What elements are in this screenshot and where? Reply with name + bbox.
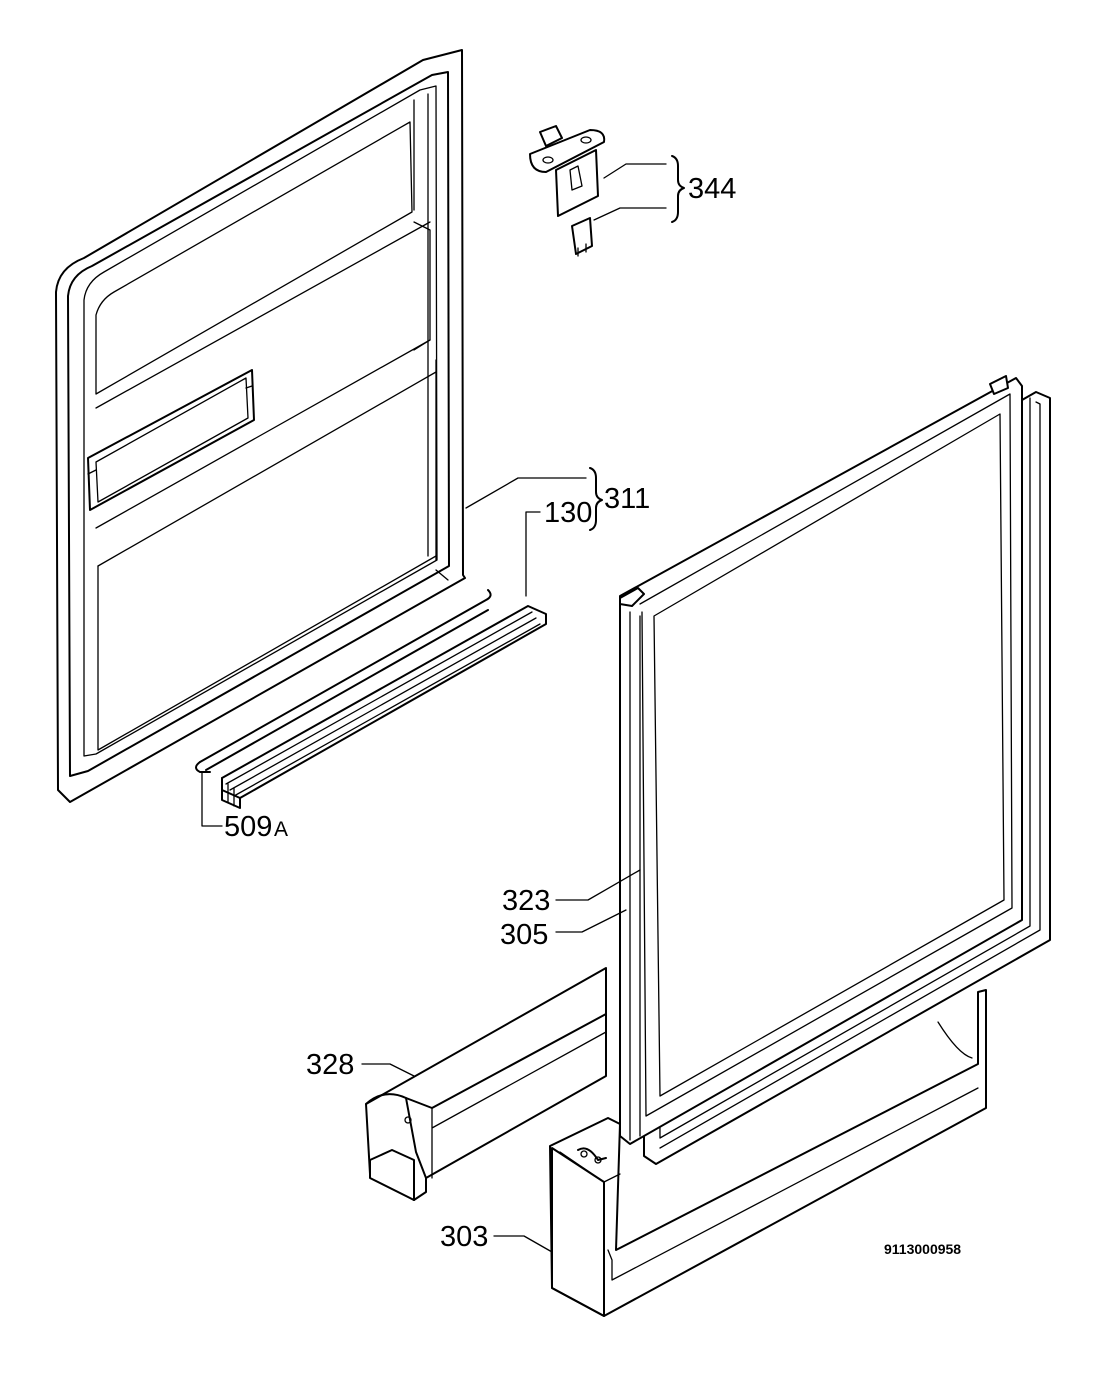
label-328: 328 bbox=[306, 1049, 354, 1081]
part-labels: 344 311 130 509 A 323 305 328 303 911300… bbox=[224, 173, 961, 1257]
label-344: 344 bbox=[688, 173, 736, 205]
label-311: 311 bbox=[604, 483, 650, 515]
outer-door-panel bbox=[619, 375, 1051, 1165]
label-509-suffix: A bbox=[274, 818, 288, 841]
leader-lines bbox=[201, 155, 685, 1253]
drawing-number: 9113000958 bbox=[884, 1241, 961, 1257]
latch-hinge-344 bbox=[529, 125, 606, 257]
label-509: 509 bbox=[224, 811, 272, 843]
kick-plate-303 bbox=[549, 989, 987, 1317]
side-rail-328 bbox=[365, 967, 607, 1201]
inner-door-panel bbox=[55, 49, 466, 803]
label-130: 130 bbox=[544, 497, 592, 529]
wire-hook-509a bbox=[195, 589, 492, 773]
label-323: 323 bbox=[502, 885, 550, 917]
label-305: 305 bbox=[500, 919, 548, 951]
lower-door-seal-130 bbox=[221, 605, 547, 809]
label-303: 303 bbox=[440, 1221, 488, 1253]
